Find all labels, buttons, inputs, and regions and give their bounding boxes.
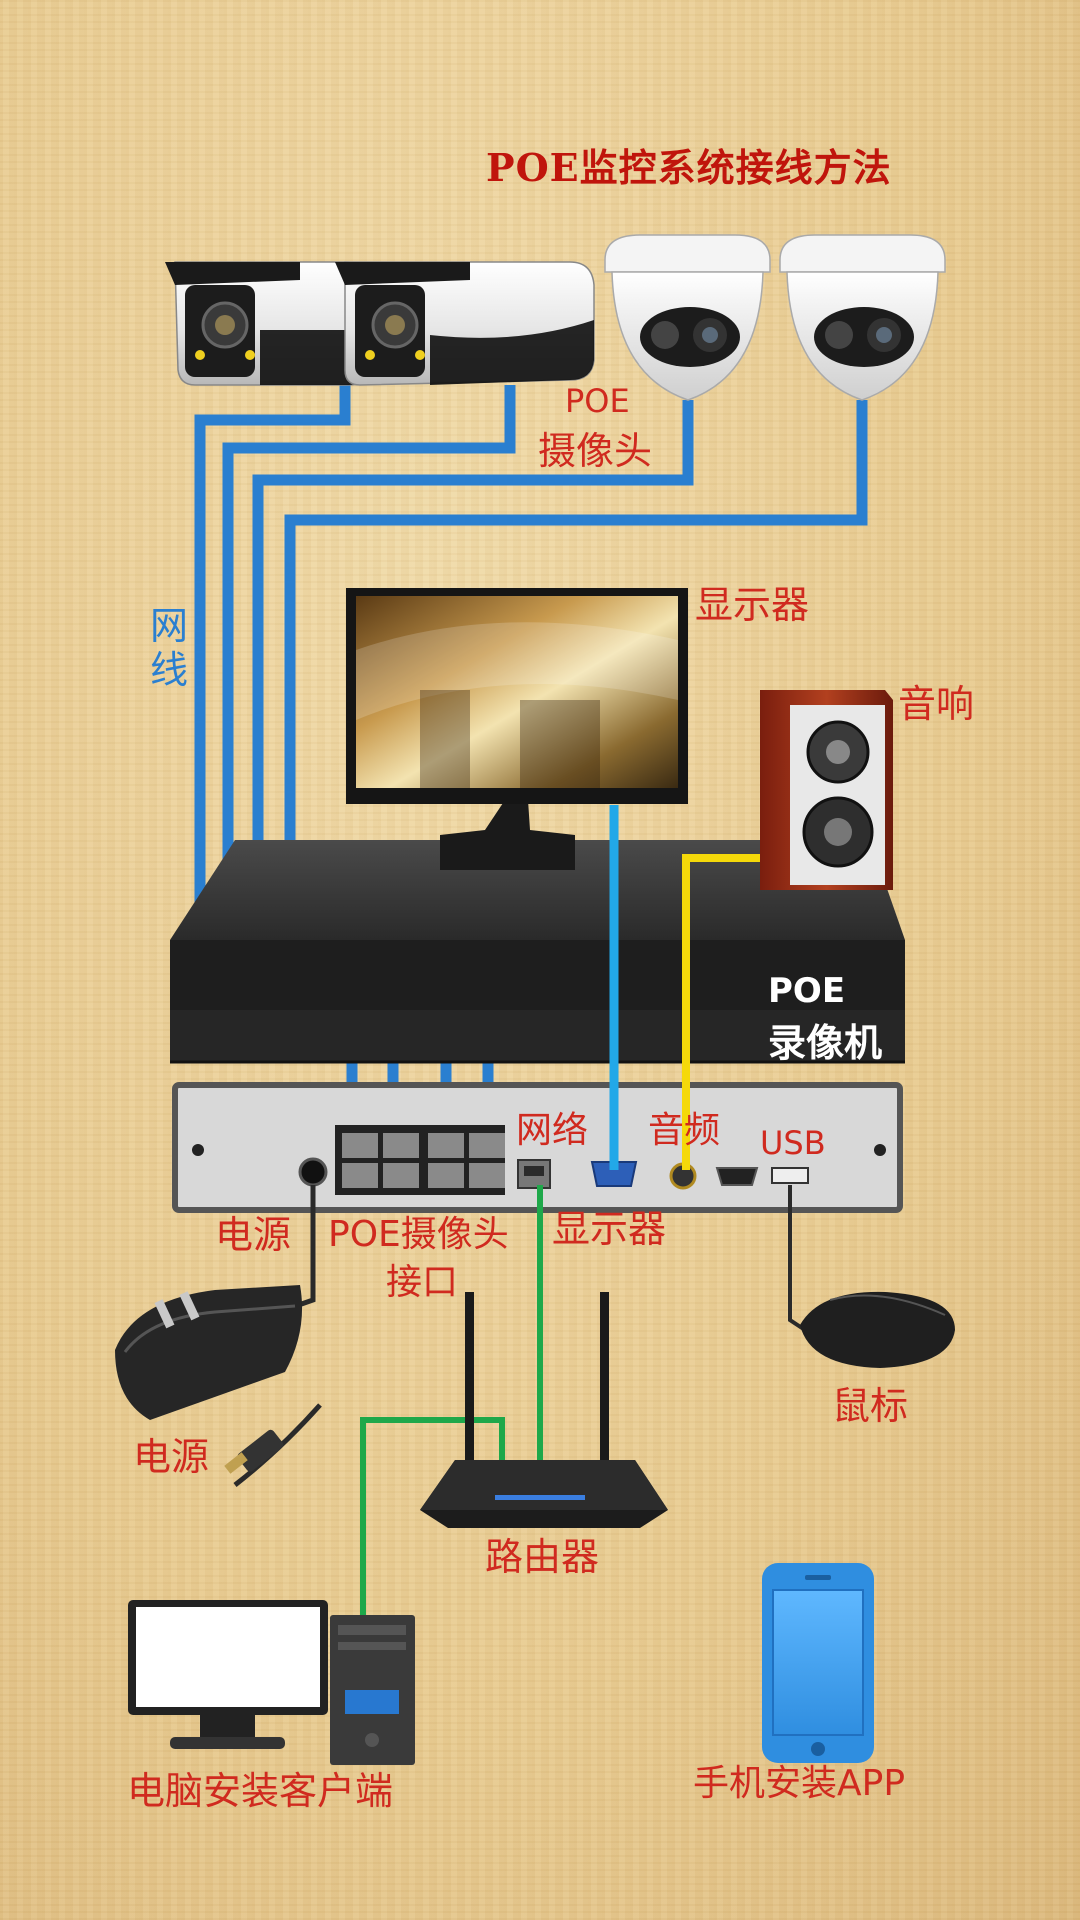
mouse [788,1185,955,1368]
lan-cable-pc [360,1417,505,1615]
power-adapter [115,1185,322,1487]
desktop-pc [128,1600,415,1765]
poe-port-label-line2: 接口 [386,1262,459,1303]
audio-port-label: 音频 [648,1110,721,1151]
poe-port-label-line1: POE摄像头 [328,1214,509,1255]
diagram-title: POE监控系统接线方法 [486,145,892,190]
pc-client-label: 电脑安装客户端 [127,1769,394,1813]
power-adapter-label: 电源 [133,1435,210,1479]
display-port-label: 显示器 [552,1207,667,1251]
vga-port [590,1161,638,1187]
nvr-label-line1: POE [768,971,846,1011]
network-cable-label: 网线 [150,604,189,692]
power-port [298,1157,328,1187]
usb-port [771,1167,809,1184]
nvr-label-line2: 录像机 [768,1021,883,1065]
router [420,1292,668,1528]
usb-port-label: USB [760,1124,826,1162]
smartphone [762,1563,874,1763]
speaker-label: 音响 [898,682,975,726]
dome-camera-1 [604,234,771,401]
poe-camera-ports [335,1125,505,1195]
network-port [517,1159,551,1189]
hdmi-port [715,1167,759,1186]
network-port-label: 网络 [516,1110,589,1151]
speaker [760,690,893,890]
bullet-camera-1 [165,261,381,386]
router-label: 路由器 [485,1535,600,1579]
poe-camera-label-line2: 摄像头 [538,429,653,473]
mouse-label: 鼠标 [832,1384,909,1428]
audio-cable [682,854,760,1170]
dome-camera-2 [779,234,946,401]
poe-camera-label-line1: POE [565,382,630,420]
power-port-label: 电源 [215,1213,292,1257]
monitor [346,588,688,870]
phone-app-label: 手机安装APP [693,1763,906,1804]
monitor-label: 显示器 [695,583,810,627]
bullet-camera-2 [335,261,595,386]
